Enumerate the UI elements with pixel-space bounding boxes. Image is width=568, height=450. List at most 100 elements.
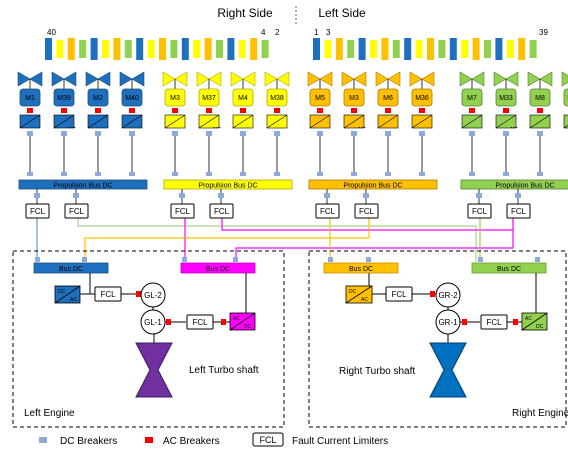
strip-motor-bar [102,40,109,58]
ac-breaker [317,108,323,113]
motor-strip-left [313,38,537,60]
fcl-box [467,203,492,219]
fcl-label: FCL [511,207,527,216]
left-bus-dc-magenta-label: Bus DC [206,266,230,273]
dc-breaker [535,257,540,262]
strip-number-4: 4 [261,28,266,37]
ac-breaker [136,291,141,297]
dc-breaker [240,172,246,176]
motor-label: M40 [125,95,139,102]
fcl-label: FCL [192,318,208,327]
motor-label: M4 [238,95,248,102]
ac-breaker [221,319,226,325]
strip-motor-bar [136,38,144,60]
converter-diagonal [87,114,109,129]
dc-breaker [385,172,391,176]
dc-breaker [206,172,212,176]
dc-breaker [351,172,357,176]
converter-diagonal [377,114,399,129]
wire-magenta-b [221,218,514,262]
strip-motor-bar [404,38,412,60]
ac-breaker [469,108,475,113]
motor-label: M3 [349,95,359,102]
dc-breaker [478,257,483,262]
dc-breaker [503,131,509,136]
propulsion-bus-label: Propulsion Bus DC [495,183,554,190]
converter-dc-text: DC [58,289,66,295]
dc-breaker [129,131,135,136]
left-bus-dc-blue-label: Bus DC [59,266,83,273]
dc-breaker [61,131,67,136]
strip-number-40: 40 [47,28,56,37]
strip-motor-bar [124,40,132,58]
motor-label: M6 [383,95,393,102]
left-turboshaft [135,342,173,398]
propulsion-bus-label: Propulsion Bus DC [343,183,402,190]
interconnect-wires [36,218,514,262]
propulsion-bus-dc [18,179,148,190]
ac-breaker [129,108,135,113]
motor-box [232,88,254,107]
converter-diagonal [266,114,288,129]
dc-breaker [95,131,101,136]
fcl-label: FCL [214,207,230,216]
dc-breaker [172,172,178,176]
converter-diagonal [529,114,551,129]
strip-motor-bar [484,40,491,58]
ac-breaker [430,291,435,297]
ac-breaker [27,108,33,113]
strip-motor-bar [261,40,269,58]
strip-motor-bar [227,38,235,60]
motor-label: M38 [270,95,284,102]
motor-label: M33 [499,95,513,102]
strip-motor-bar [56,40,64,58]
motor-label: M3 [170,95,180,102]
dc-breaker [317,131,323,136]
propulsion-bus-label: Propulsion Bus DC [198,183,257,190]
fcl-box [315,203,340,219]
generator-gr1 [435,309,461,335]
ellipsis: ... [68,120,76,131]
dc-breaker [515,193,521,198]
generator-gl1-label: GL-1 [144,318,162,327]
ac-breaker [513,319,518,325]
dc-breaker [328,257,333,262]
motor-label: M36 [415,95,429,102]
dc-breaker [366,257,371,262]
motor-box [198,88,220,107]
converter-dc-text: DC [349,289,357,295]
wire-green-to-right [77,218,477,262]
legend-dc-breaker-swatch [39,437,47,443]
dc-breaker [363,193,369,198]
converter-ac-text: AC [361,297,368,303]
strip-motor-bar [449,38,457,60]
generator-gl2-label: GL-2 [144,291,162,300]
right-bus-dc-orange-label: Bus DC [349,266,373,273]
strip-motor-bar [181,38,189,60]
generator-gr2-label: GR-2 [438,291,458,300]
converter-diagonal [232,114,254,129]
right-dc-ac-converter: DC AC [345,285,373,304]
motor-box [121,88,143,107]
ellipsis: ... [213,120,221,131]
converter-diagonal [343,114,365,129]
fcl-box [506,203,531,219]
dc-breaker [503,172,509,176]
strip-motor-bar [518,38,526,60]
motor-strip-right [45,38,269,60]
ac-breaker [351,108,357,113]
right-bus-dc-green-label: Bus DC [497,266,521,273]
ac-breaker [274,108,280,113]
strip-motor-bar [370,40,377,58]
strip-motor-bar [250,38,258,60]
right-bus-dc-green [471,262,547,274]
strip-motor-bar [159,38,166,60]
right-turboshaft [429,342,467,398]
ac-breaker [240,108,246,113]
propulsion-bus-label: Propulsion Bus DC [53,183,112,190]
converter-diagonal [495,114,517,129]
